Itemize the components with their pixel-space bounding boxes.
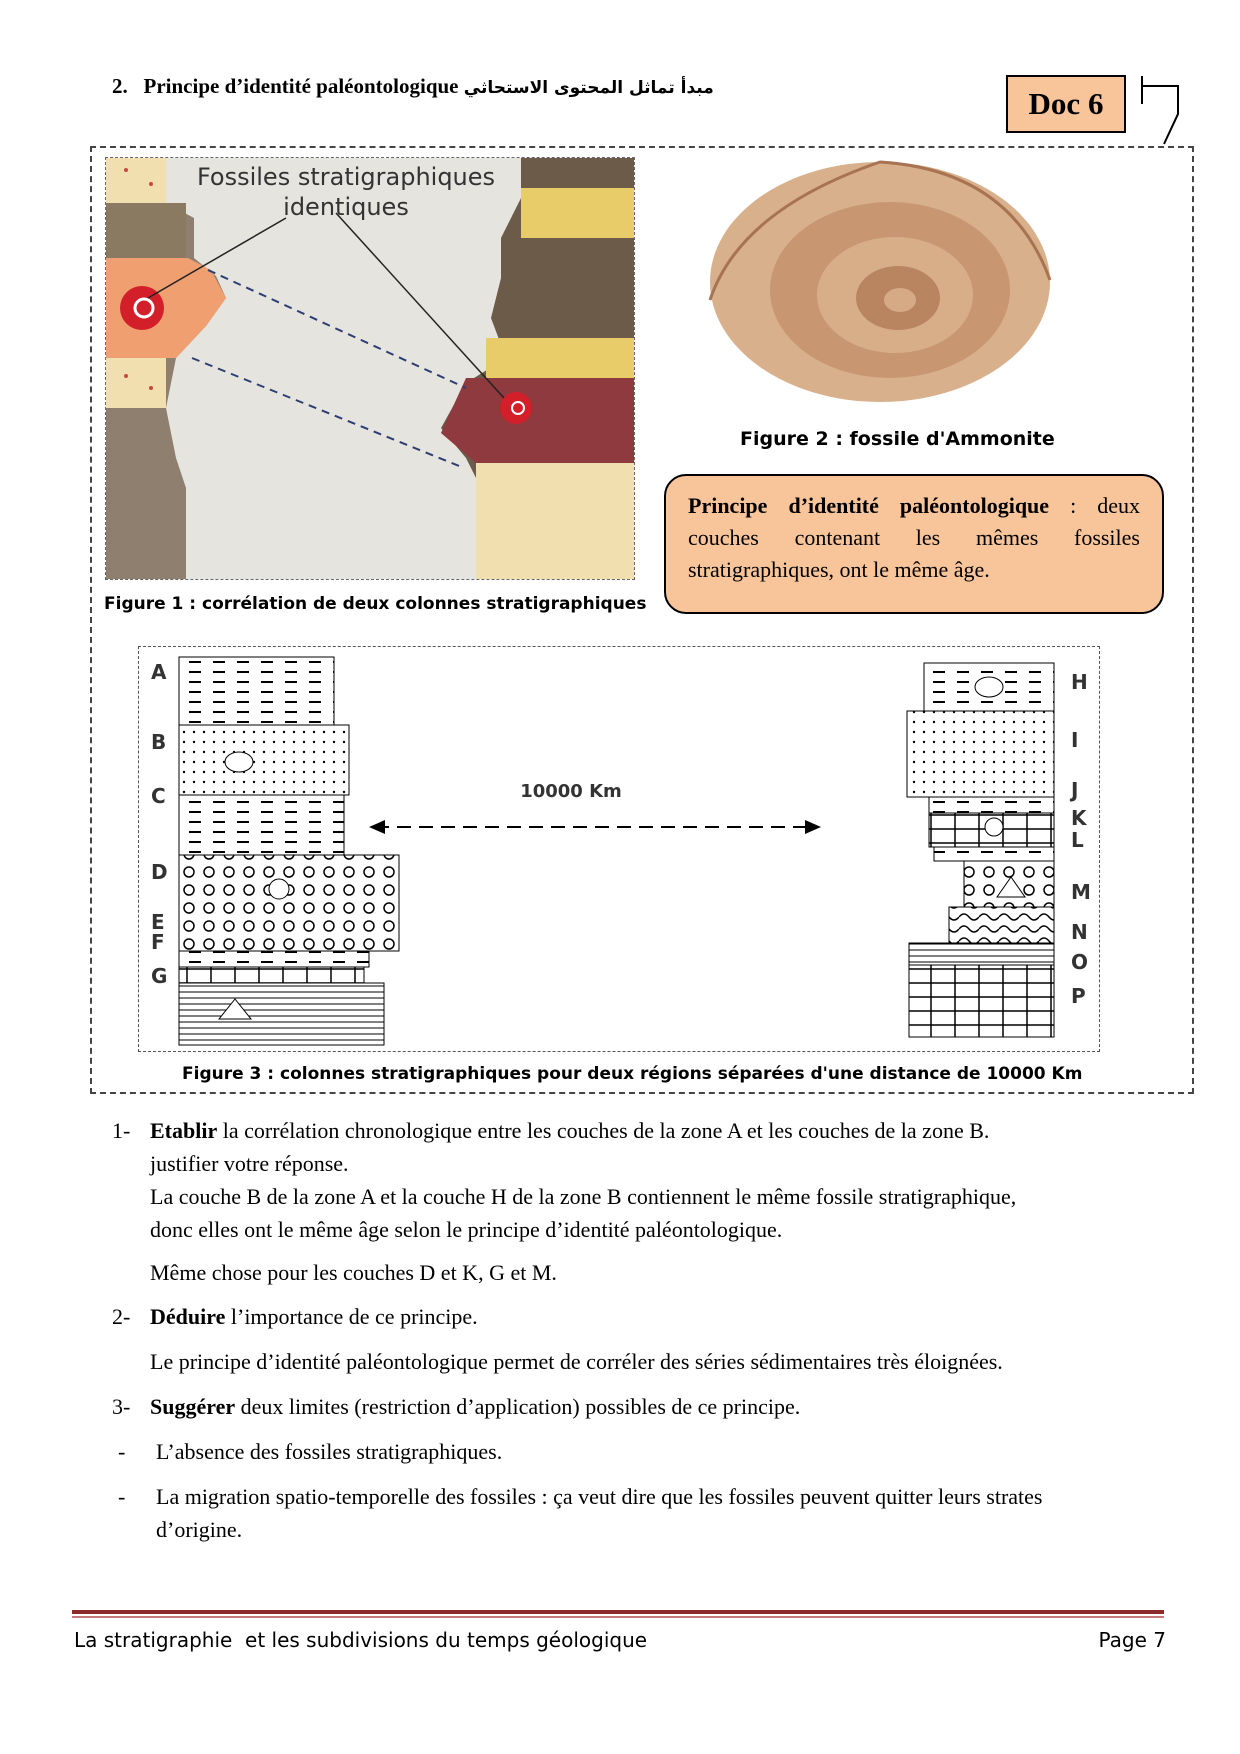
answer-1-line1: La couche B de la zone A et la couche H … <box>150 1180 1016 1213</box>
corner-mark-icon <box>1140 74 1180 146</box>
q3-verb: Suggérer <box>150 1394 235 1419</box>
layer-letter: N <box>1071 920 1088 944</box>
right-hatched-layer <box>521 188 634 238</box>
layer-letter: P <box>1071 984 1086 1008</box>
figure3-caption: Figure 3 : colonnes stratigraphiques pou… <box>182 1064 1082 1084</box>
right-layer-letters: H I J K L M N O P <box>1069 670 1091 1008</box>
left-layer-letters: A B C D E F G <box>151 660 168 988</box>
principle-definition-box: Principe d’identité paléontologique : de… <box>664 474 1164 614</box>
question-1: 1-Etablir la corrélation chronologique e… <box>112 1114 1172 1147</box>
layer-letter: J <box>1069 778 1078 802</box>
ammonite-photo <box>680 150 1060 422</box>
question-3: 3-Suggérer deux limites (restriction d’a… <box>112 1390 800 1423</box>
right-stratigraphic-column <box>907 663 1054 1037</box>
question-1-line2: justifier votre réponse. <box>150 1147 349 1180</box>
footer-rule-thin <box>72 1616 1164 1618</box>
gastropod-fossil-icon <box>225 752 253 772</box>
section-title: 2. Principe d’identité paléontologique م… <box>112 74 714 99</box>
doc-label: Doc 6 <box>1006 75 1126 133</box>
layer-letter: A <box>151 660 167 684</box>
layer-letter: H <box>1071 670 1088 694</box>
principle-term: Principe d’identité paléontologique <box>688 493 1049 518</box>
page-number: Page 7 <box>1099 1628 1167 1652</box>
layer-letter: B <box>151 730 166 754</box>
figure3-drawing: A B C D E F G H I J K L <box>139 647 1099 1051</box>
layer-letter: L <box>1071 828 1084 852</box>
distance-arrow-icon <box>369 820 821 834</box>
q1-verb: Etablir <box>150 1118 217 1143</box>
ammonite-icon <box>500 392 532 424</box>
footer-rule <box>72 1610 1164 1614</box>
footer-title: La stratigraphie et les subdivisions du … <box>74 1628 647 1652</box>
figure2-caption: Figure 2 : fossile d'Ammonite <box>740 428 1055 450</box>
layer-letter: C <box>151 784 166 808</box>
figure1-caption: Figure 1 : corrélation de deux colonnes … <box>104 594 646 614</box>
layer-letter: O <box>1071 950 1088 974</box>
answer-1-line2: donc elles ont le même âge selon le prin… <box>150 1213 782 1246</box>
answer-2: Le principe d’identité paléontologique p… <box>150 1345 1003 1378</box>
layer-letter: I <box>1071 728 1078 752</box>
gastropod-fossil-icon <box>975 677 1003 697</box>
ammonite-fossil-icon <box>985 818 1003 836</box>
figure3-columns: A B C D E F G H I J K L <box>138 646 1100 1052</box>
q2-verb: Déduire <box>150 1304 225 1329</box>
figure1-banner: Fossiles stratigraphiques identiques <box>196 162 496 222</box>
question-2: 2-Déduire l’importance de ce principe. <box>112 1300 478 1333</box>
answer-1-line3: Même chose pour les couches D et K, G et… <box>150 1256 557 1289</box>
layer-letter: D <box>151 860 168 884</box>
layer-letter: F <box>151 930 165 954</box>
distance-label: 10000 Km <box>520 781 622 802</box>
ammonite-fossil-icon <box>269 879 289 899</box>
bullet-2: -La migration spatio-temporelle des foss… <box>118 1480 1042 1513</box>
right-fossil-layer <box>441 378 634 463</box>
layer-letter: K <box>1071 806 1088 830</box>
layer-letter: M <box>1071 880 1091 904</box>
layer-letter: G <box>151 964 167 988</box>
arabic-title: مبدأ تماثل المحتوى الاستحاثي <box>464 78 714 98</box>
bullet-2-line2: d’origine. <box>156 1513 242 1546</box>
figure1-correlation-image: Fossiles stratigraphiques identiques <box>105 157 635 580</box>
left-stratigraphic-column <box>179 657 399 1045</box>
left-sand-layer <box>106 158 166 203</box>
bullet-1: -L’absence des fossiles stratigraphiques… <box>118 1435 502 1468</box>
